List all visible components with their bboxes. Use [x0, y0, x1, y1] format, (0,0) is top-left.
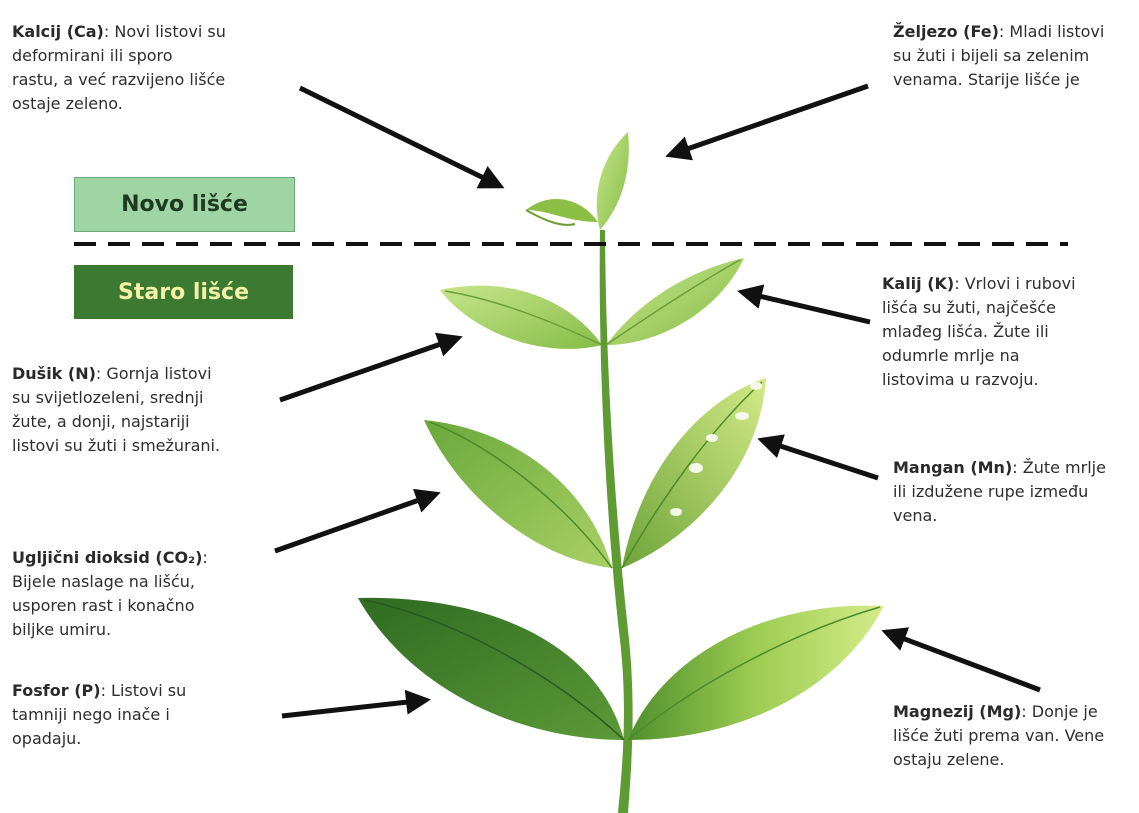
note-magnesium: Magnezij (Mg): Donje je lišće žuti prema… [893, 702, 1105, 769]
spot [689, 463, 703, 473]
note-title: Fosfor (P) [12, 681, 101, 700]
note-nitrogen: Dušik (N): Gornja listovi su svijetlozel… [12, 364, 221, 455]
leaf-top-tall [596, 132, 629, 230]
arrow-co2 [274, 488, 441, 554]
leaf-middle-right [622, 378, 766, 568]
arrow-nitrogen [279, 332, 463, 403]
arrow-iron [665, 83, 869, 161]
note-title: Kalcij (Ca) [12, 22, 104, 41]
spot [706, 434, 718, 442]
leaf-top-curled [526, 198, 598, 222]
note-iron: Željezo (Fe): Mladi listovi su žuti i bi… [893, 22, 1105, 89]
leaf-middle-left [424, 420, 612, 568]
arrow-manganese [757, 434, 879, 481]
arrow-phosphorus [281, 689, 431, 719]
spot [750, 382, 762, 390]
note-co2: Ugljični dioksid (CO₂): Bijele naslage n… [12, 548, 208, 639]
arrow-calcium [298, 85, 505, 189]
note-title: Željezo (Fe) [893, 22, 999, 41]
old-leaves-label: Staro lišće [118, 279, 249, 305]
arrow-potassium [737, 284, 871, 325]
spot [735, 412, 749, 420]
stem [599, 230, 633, 813]
leaf-upper-right [606, 258, 744, 345]
note-manganese: Mangan (Mn): Žute mrlje ili izdužene rup… [893, 458, 1106, 525]
note-calcium: Kalcij (Ca): Novi listovi su deformirani… [12, 22, 226, 113]
note-title: Magnezij (Mg) [893, 702, 1022, 721]
arrow-magnesium [881, 627, 1041, 693]
old-leaves-box: Staro lišće [74, 265, 293, 319]
new-leaves-box: Novo lišće [74, 177, 295, 232]
new-leaves-label: Novo lišće [121, 192, 248, 217]
note-phosphorus: Fosfor (P): Listovi su tamniji nego inač… [12, 681, 187, 748]
note-title: Dušik (N) [12, 364, 96, 383]
spot [670, 508, 682, 516]
leaf-upper-left [440, 285, 602, 349]
leaf-lower-left [358, 597, 624, 740]
leaf-lower-right [628, 605, 884, 740]
note-title: Mangan (Mn) [893, 458, 1013, 477]
note-potassium: Kalij (K): Vrlovi i rubovi lišća su žuti… [882, 274, 1076, 389]
note-title: Kalij (K) [882, 274, 955, 293]
note-title: Ugljični dioksid (CO₂) [12, 548, 203, 567]
